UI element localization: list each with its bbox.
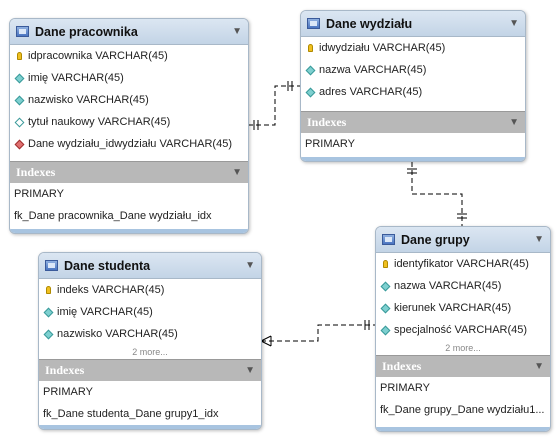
table-footer-bar [301, 157, 525, 161]
column-label: nazwisko VARCHAR(45) [57, 328, 178, 340]
triangle-down-icon[interactable]: ▼ [509, 18, 519, 29]
column-label: nazwa VARCHAR(45) [394, 280, 502, 292]
index-row[interactable]: PRIMARY [305, 138, 355, 150]
diamond-icon [305, 87, 316, 97]
triangle-down-icon[interactable]: ▼ [509, 117, 519, 128]
table-icon [16, 26, 29, 37]
indexes-header[interactable]: Indexes ▼ [10, 161, 248, 183]
indexes-header[interactable]: Indexes ▼ [301, 111, 525, 133]
diamond-icon [380, 325, 391, 335]
relationship-student-grupa[interactable] [260, 320, 375, 347]
column-label: imię VARCHAR(45) [28, 72, 124, 84]
table-title: Dane pracownika [35, 24, 138, 39]
column-row[interactable]: kierunek VARCHAR(45) [376, 297, 550, 319]
column-row[interactable]: imię VARCHAR(45) [39, 301, 261, 323]
triangle-down-icon[interactable]: ▼ [245, 365, 255, 376]
column-row[interactable]: indeks VARCHAR(45) [39, 279, 261, 301]
column-label: identyfikator VARCHAR(45) [394, 258, 529, 270]
index-row[interactable]: PRIMARY [380, 382, 430, 394]
index-row[interactable]: PRIMARY [43, 386, 93, 398]
triangle-down-icon[interactable]: ▼ [232, 26, 242, 37]
indexes-title: Indexes [382, 359, 422, 373]
table-dane-studenta[interactable]: Dane studenta ▼ indeks VARCHAR(45) imię … [38, 252, 262, 430]
column-list: idpracownika VARCHAR(45) imię VARCHAR(45… [10, 45, 248, 155]
table-footer-bar [39, 425, 261, 429]
column-label: specjalność VARCHAR(45) [394, 324, 528, 336]
relationship-wydzial-grupa[interactable] [407, 162, 467, 227]
table-title: Dane wydziału [326, 16, 413, 31]
column-row[interactable]: nazwisko VARCHAR(45) [39, 323, 261, 345]
column-label: imię VARCHAR(45) [57, 306, 153, 318]
table-footer-bar [376, 427, 550, 431]
diamond-icon [43, 329, 54, 339]
table-header[interactable]: Dane wydziału ▼ [301, 11, 525, 37]
diamond-icon [380, 303, 391, 313]
indexes-title: Indexes [307, 115, 347, 129]
table-title: Dane grupy [401, 232, 470, 247]
indexes-header[interactable]: Indexes ▼ [39, 359, 261, 381]
column-label: nazwa VARCHAR(45) [319, 64, 427, 76]
triangle-down-icon[interactable]: ▼ [232, 167, 242, 178]
diamond-icon [14, 95, 25, 105]
column-row[interactable]: nazwa VARCHAR(45) [376, 275, 550, 297]
diamond-icon [43, 307, 54, 317]
indexes-title: Indexes [16, 165, 56, 179]
index-row[interactable]: PRIMARY [14, 188, 64, 200]
diamond-icon [305, 65, 316, 75]
column-label: kierunek VARCHAR(45) [394, 302, 512, 314]
hollow-diamond-icon [14, 117, 25, 127]
diamond-icon [380, 281, 391, 291]
triangle-down-icon[interactable]: ▼ [245, 260, 255, 271]
table-dane-grupy[interactable]: Dane grupy ▼ identyfikator VARCHAR(45) n… [375, 226, 551, 432]
column-row[interactable]: identyfikator VARCHAR(45) [376, 253, 550, 275]
column-row[interactable]: specjalność VARCHAR(45) [376, 319, 550, 341]
indexes-header[interactable]: Indexes ▼ [376, 355, 550, 377]
red-diamond-icon [14, 139, 25, 149]
table-dane-pracownika[interactable]: Dane pracownika ▼ idpracownika VARCHAR(4… [9, 18, 249, 234]
column-row[interactable]: Dane wydziału_idwydziału VARCHAR(45) [10, 133, 248, 155]
relationship-pracownik-wydzial[interactable] [248, 81, 300, 130]
table-icon [382, 234, 395, 245]
table-header[interactable]: Dane grupy ▼ [376, 227, 550, 253]
more-columns-link[interactable]: 2 more... [445, 343, 481, 353]
column-row[interactable]: nazwa VARCHAR(45) [301, 59, 525, 81]
column-row[interactable]: adres VARCHAR(45) [301, 81, 525, 103]
triangle-down-icon[interactable]: ▼ [534, 361, 544, 372]
index-row[interactable]: fk_Dane studenta_Dane grupy1_idx [43, 408, 219, 420]
column-label: nazwisko VARCHAR(45) [28, 94, 149, 106]
column-label: adres VARCHAR(45) [319, 86, 423, 98]
table-icon [307, 18, 320, 29]
column-row[interactable]: idpracownika VARCHAR(45) [10, 45, 248, 67]
table-header[interactable]: Dane studenta ▼ [39, 253, 261, 279]
key-icon [308, 44, 313, 52]
column-label: indeks VARCHAR(45) [57, 284, 165, 296]
column-row[interactable]: nazwisko VARCHAR(45) [10, 89, 248, 111]
key-icon [46, 286, 51, 294]
table-dane-wydzialu[interactable]: Dane wydziału ▼ idwydziału VARCHAR(45) n… [300, 10, 526, 162]
column-list: idwydziału VARCHAR(45) nazwa VARCHAR(45)… [301, 37, 525, 103]
column-row[interactable]: imię VARCHAR(45) [10, 67, 248, 89]
column-label: idpracownika VARCHAR(45) [28, 50, 168, 62]
index-row[interactable]: fk_Dane pracownika_Dane wydziału_idx [14, 210, 212, 222]
column-row[interactable]: idwydziału VARCHAR(45) [301, 37, 525, 59]
key-icon [17, 52, 22, 60]
column-row[interactable]: tytuł naukowy VARCHAR(45) [10, 111, 248, 133]
table-icon [45, 260, 58, 271]
column-label: Dane wydziału_idwydziału VARCHAR(45) [28, 138, 232, 150]
table-title: Dane studenta [64, 258, 151, 273]
index-row[interactable]: fk_Dane grupy_Dane wydziału1... [380, 404, 545, 416]
key-icon [383, 260, 388, 268]
indexes-title: Indexes [45, 363, 85, 377]
table-footer-bar [10, 229, 248, 233]
diamond-icon [14, 73, 25, 83]
column-label: idwydziału VARCHAR(45) [319, 42, 446, 54]
column-list: identyfikator VARCHAR(45) nazwa VARCHAR(… [376, 253, 550, 341]
more-columns-link[interactable]: 2 more... [132, 347, 168, 357]
column-label: tytuł naukowy VARCHAR(45) [28, 116, 171, 128]
table-header[interactable]: Dane pracownika ▼ [10, 19, 248, 45]
column-list: indeks VARCHAR(45) imię VARCHAR(45) nazw… [39, 279, 261, 345]
triangle-down-icon[interactable]: ▼ [534, 234, 544, 245]
